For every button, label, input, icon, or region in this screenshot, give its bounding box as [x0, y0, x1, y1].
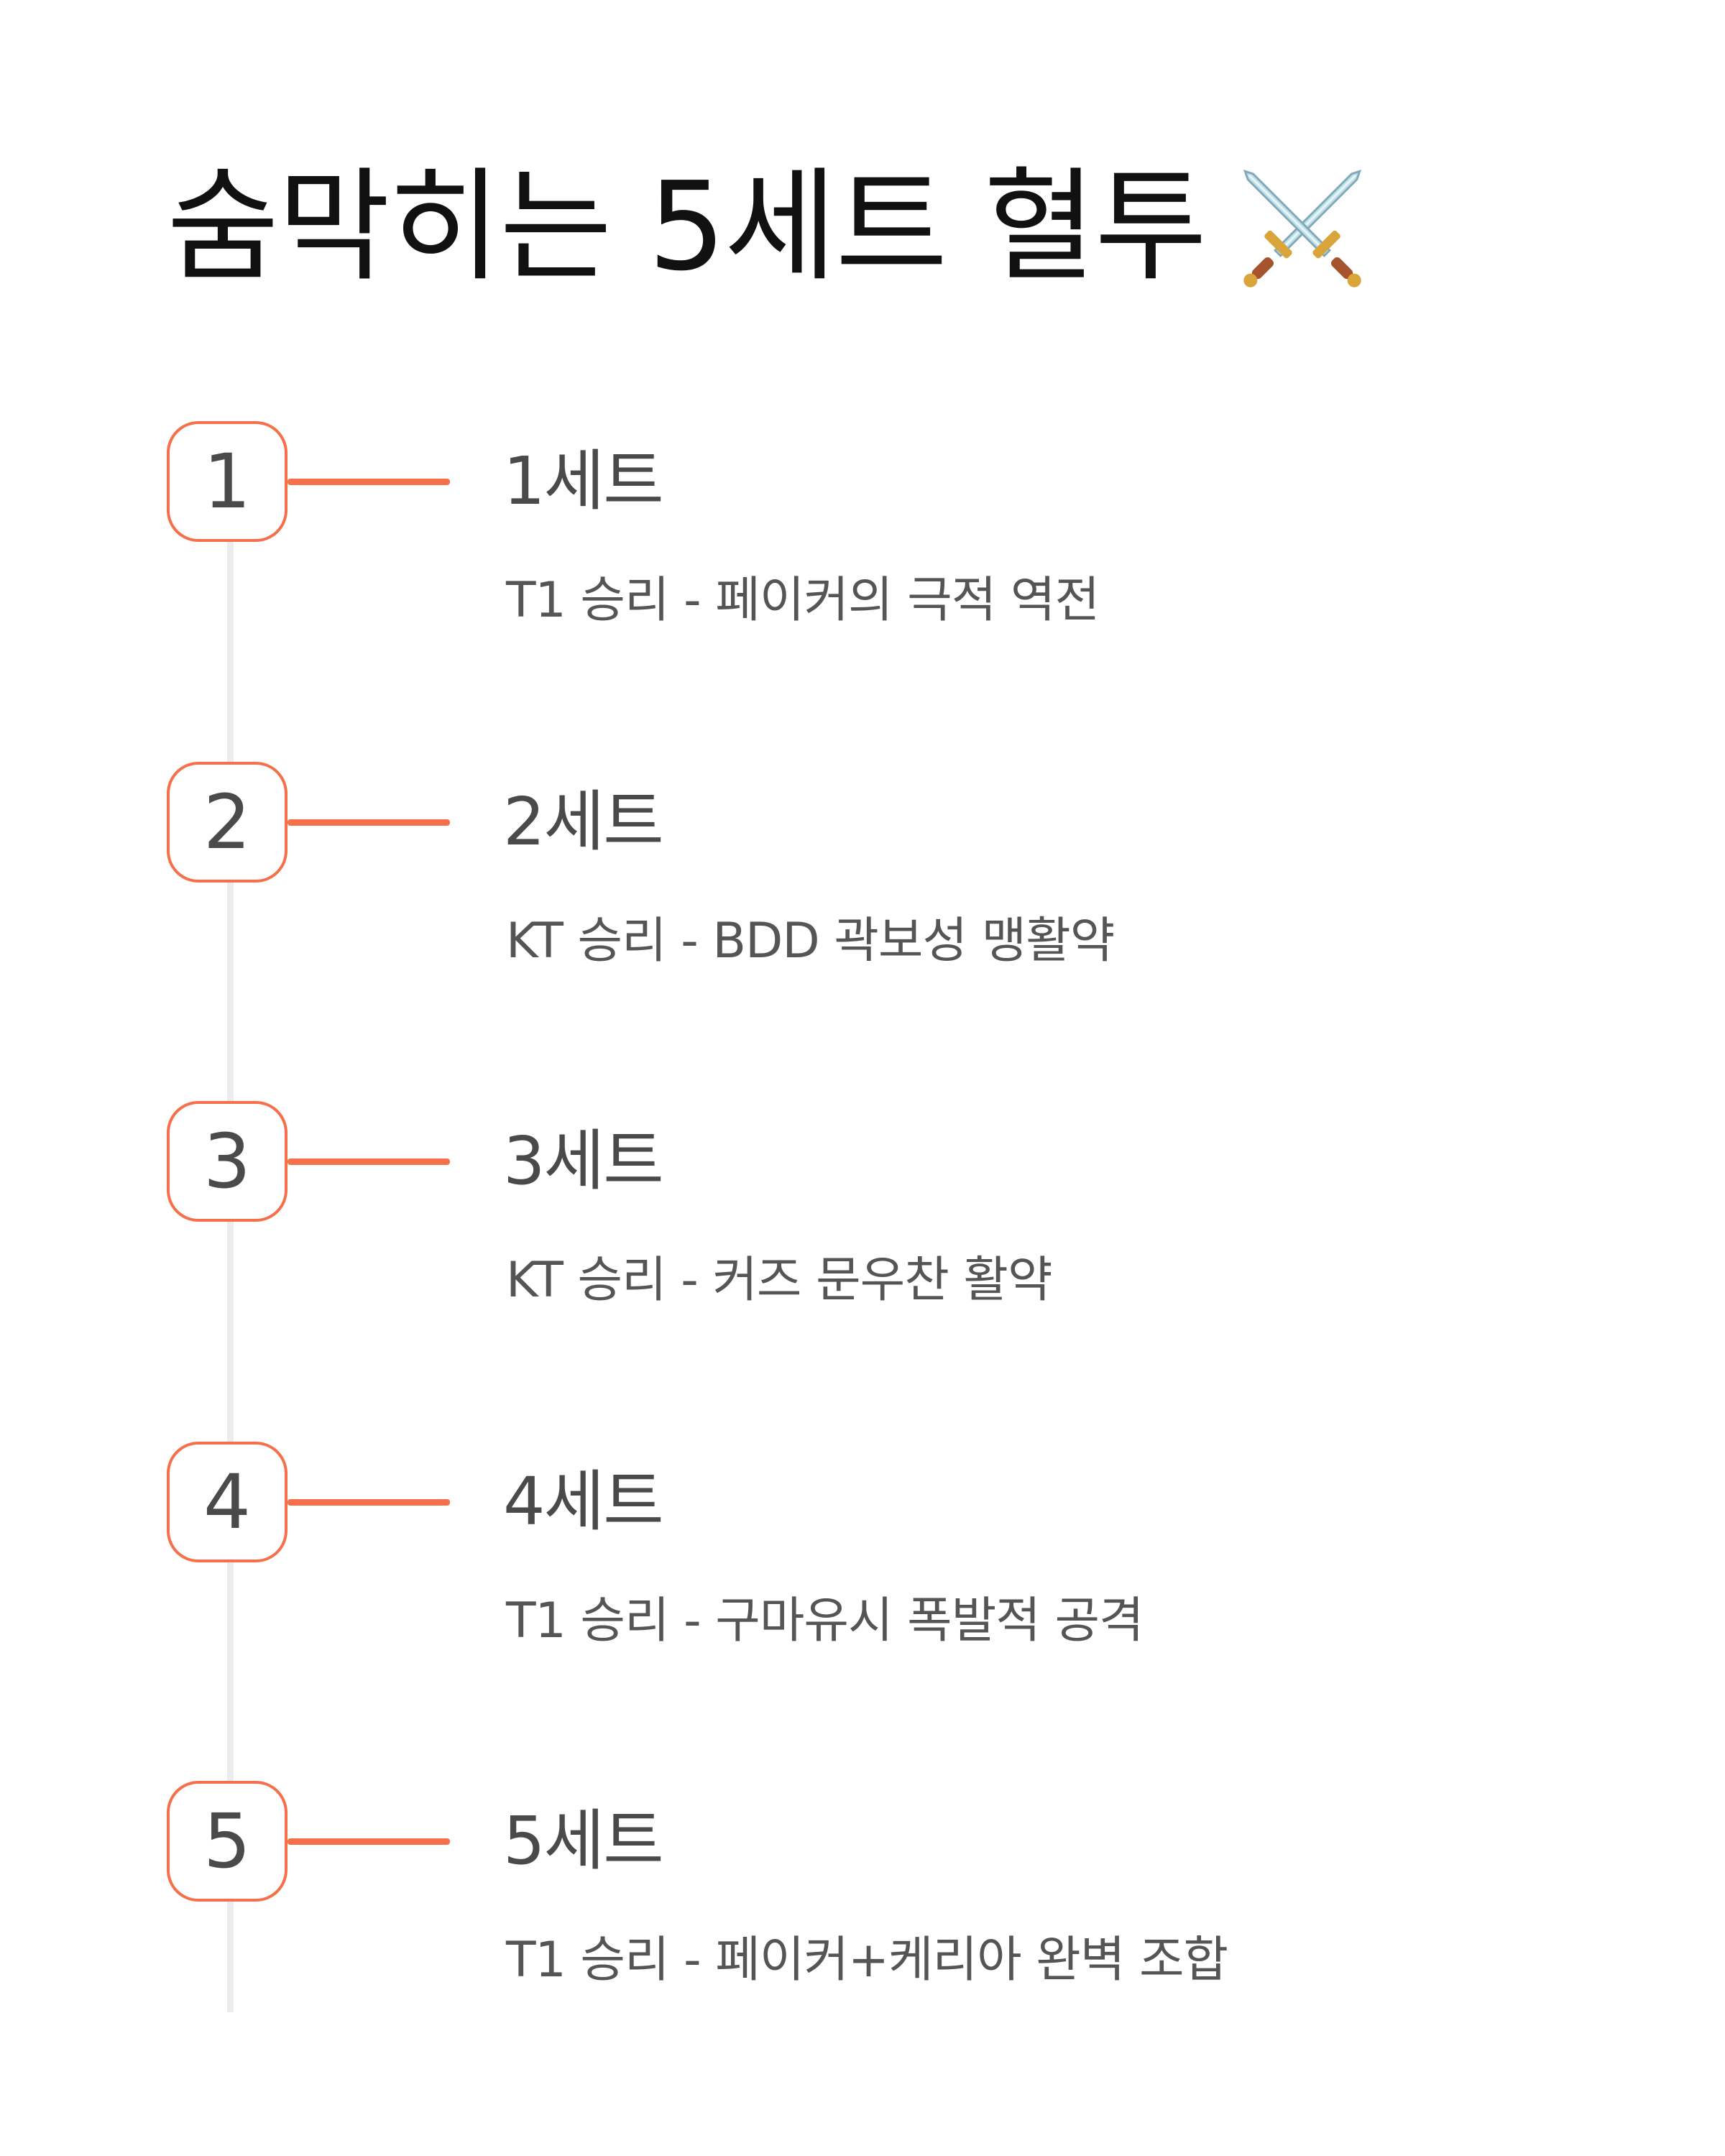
set-number-badge: 4	[167, 1442, 288, 1562]
timeline-line	[227, 489, 234, 2012]
page-title-text: 숨막히는 5세트 혈투	[167, 156, 1207, 298]
set-result: T1 승리 - 페이커의 극적 역전	[506, 572, 1100, 629]
set-connector	[288, 1838, 450, 1845]
crossed-swords-icon	[1234, 160, 1371, 297]
set-label: 1세트	[503, 443, 664, 520]
set-result: T1 승리 - 구마유시 폭발적 공격	[506, 1593, 1144, 1649]
set-item-1: 1 1세트 T1 승리 - 페이커의 극적 역전	[0, 421, 1725, 723]
set-result: KT 승리 - BDD 곽보성 맹활약	[506, 913, 1115, 969]
set-number-badge: 1	[167, 421, 288, 542]
set-number-badge: 2	[167, 762, 288, 883]
set-label: 4세트	[503, 1463, 664, 1540]
set-label: 3세트	[503, 1123, 664, 1199]
set-connector	[288, 479, 450, 485]
set-item-4: 4 4세트 T1 승리 - 구마유시 폭발적 공격	[0, 1442, 1725, 1743]
set-item-2: 2 2세트 KT 승리 - BDD 곽보성 맹활약	[0, 762, 1725, 1064]
set-number-badge: 5	[167, 1781, 288, 1902]
set-label: 2세트	[503, 783, 664, 860]
set-connector	[288, 819, 450, 826]
set-item-3: 3 3세트 KT 승리 - 커즈 문우찬 활약	[0, 1101, 1725, 1403]
set-item-5: 5 5세트 T1 승리 - 페이커+케리아 완벽 조합	[0, 1781, 1725, 2083]
page-title: 숨막히는 5세트 혈투	[167, 155, 1371, 299]
set-label: 5세트	[503, 1802, 664, 1879]
set-connector	[288, 1158, 450, 1165]
set-number-badge: 3	[167, 1101, 288, 1222]
set-result: KT 승리 - 커즈 문우찬 활약	[506, 1252, 1053, 1309]
set-result: T1 승리 - 페이커+케리아 완벽 조합	[506, 1932, 1228, 1989]
set-connector	[288, 1499, 450, 1506]
